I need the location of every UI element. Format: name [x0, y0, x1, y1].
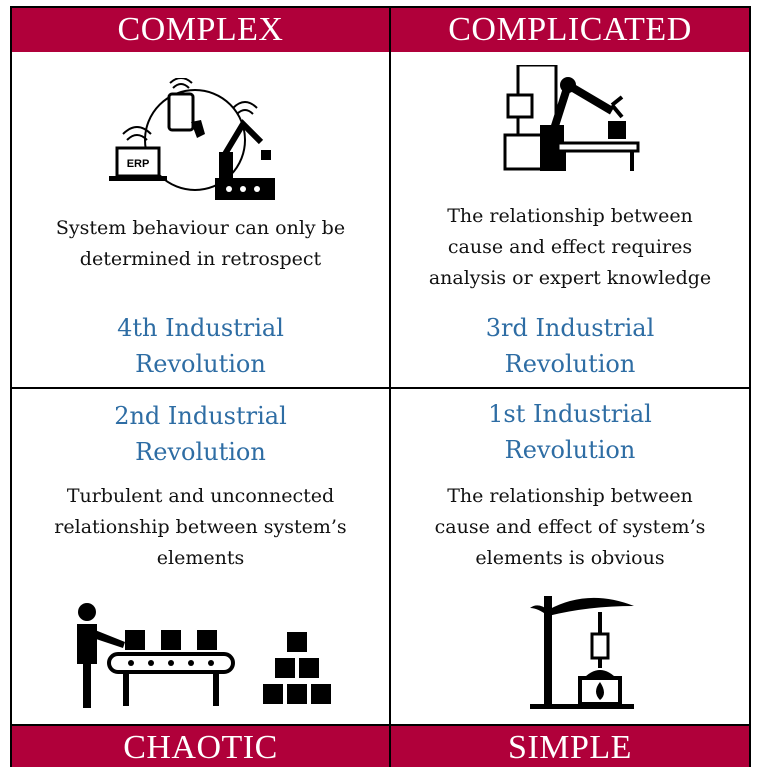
description-line: The relationship between — [447, 205, 693, 227]
erp-label: ERP — [127, 158, 150, 170]
assembly-line-icon — [65, 602, 340, 710]
description-line: relationship between system’s — [54, 516, 347, 538]
complicated-label: COMPLICATED — [391, 8, 749, 52]
chaotic-description: Turbulent and unconnected relationship b… — [12, 481, 389, 574]
description-line: elements — [156, 547, 245, 569]
middle-divider — [10, 387, 751, 389]
chaotic-revolution: 2nd Industrial Revolution — [12, 398, 389, 470]
description-line: analysis or expert knowledge — [428, 267, 712, 289]
robot-arm-icon — [500, 65, 645, 177]
description-line: The relationship between — [447, 485, 693, 507]
revolution-line: 4th Industrial — [117, 314, 284, 342]
connected-factory-icon: ERP — [105, 78, 285, 203]
simple-description: The relationship between cause and effec… — [391, 481, 749, 574]
description-line: cause and effect requires — [447, 236, 693, 258]
complex-label: COMPLEX — [12, 8, 389, 52]
complicated-revolution: 3rd Industrial Revolution — [391, 310, 749, 382]
description-line: Turbulent and unconnected — [66, 485, 335, 507]
description-line: System behaviour can only be — [55, 217, 346, 239]
revolution-line: Revolution — [135, 350, 266, 378]
complex-revolution: 4th Industrial Revolution — [12, 310, 389, 382]
bottom-divider — [10, 724, 751, 726]
description-line: determined in retrospect — [79, 248, 322, 270]
description-line: cause and effect of system’s — [434, 516, 706, 538]
chaotic-label: CHAOTIC — [12, 726, 389, 767]
vertical-divider — [389, 6, 391, 767]
revolution-line: Revolution — [504, 436, 636, 464]
simple-label: SIMPLE — [391, 726, 749, 767]
quadrant-frame — [10, 6, 751, 767]
simple-revolution: 1st Industrial Revolution — [377, 396, 759, 468]
complex-description: System behaviour can only be determined … — [12, 213, 389, 275]
revolution-line: 1st Industrial — [488, 400, 652, 428]
revolution-line: 3rd Industrial — [485, 314, 655, 342]
revolution-line: Revolution — [504, 350, 636, 378]
revolution-line: Revolution — [135, 438, 266, 466]
revolution-line: 2nd Industrial — [114, 402, 287, 430]
description-line: elements is obvious — [475, 547, 665, 569]
complicated-description: The relationship between cause and effec… — [391, 201, 749, 294]
steam-engine-icon — [530, 588, 640, 710]
